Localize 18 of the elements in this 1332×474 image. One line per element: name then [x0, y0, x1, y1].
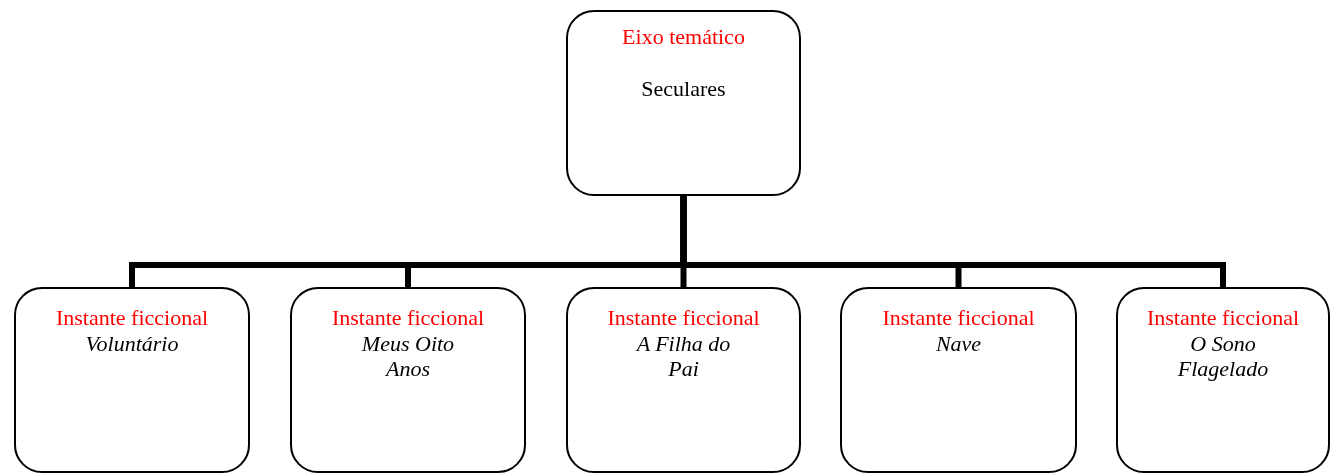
rounded-box [840, 287, 1077, 473]
box-text: Voluntário [84, 330, 180, 357]
box-heading: Instante ficcional [1145, 305, 1301, 331]
rounded-box [14, 287, 250, 473]
box-text: O Sono Flagelado [1176, 330, 1270, 382]
box-heading: Eixo temático [621, 24, 746, 50]
box-heading: Instante ficcional [54, 305, 210, 331]
box-text: Seculares [640, 75, 727, 102]
rounded-box [566, 10, 801, 196]
rounded-box [290, 287, 526, 473]
rounded-box [1116, 287, 1330, 473]
rounded-box [566, 287, 801, 473]
box-heading: Instante ficcional [606, 305, 761, 331]
box-heading: Instante ficcional [330, 305, 486, 331]
box-text: Meus Oito Anos [360, 330, 456, 382]
box-heading: Instante ficcional [881, 305, 1036, 331]
box-text: A Filha do Pai [634, 330, 732, 382]
box-text: Nave [934, 330, 983, 357]
